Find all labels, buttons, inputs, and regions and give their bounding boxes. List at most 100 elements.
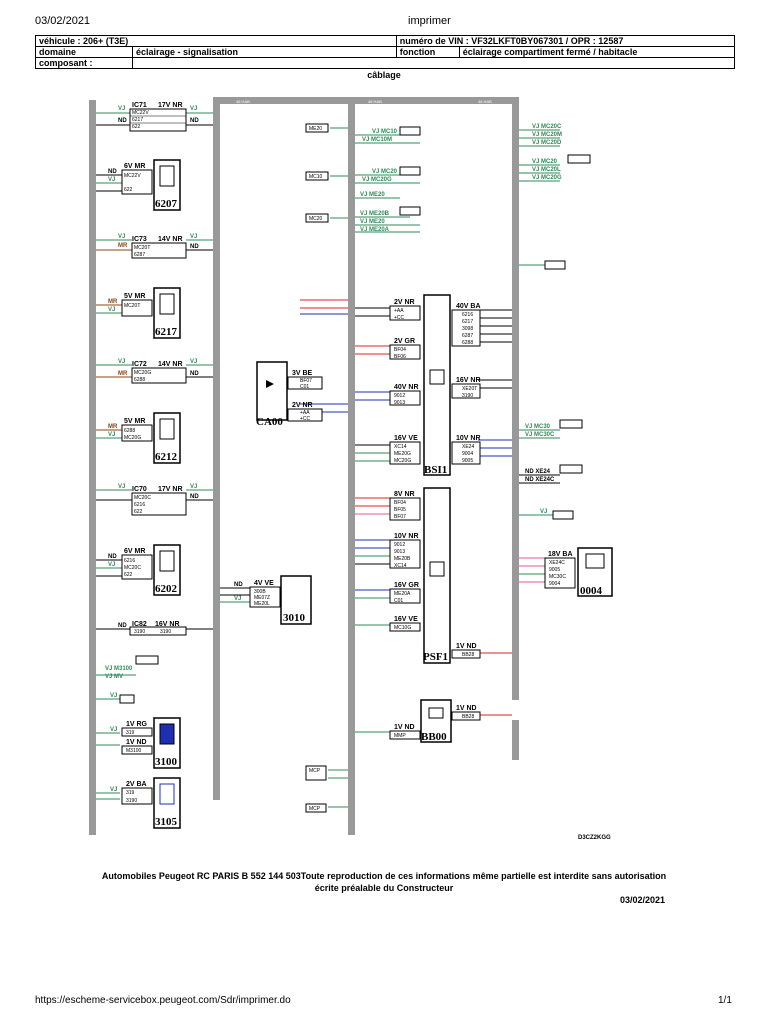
wire-label: ND [234,582,243,588]
footer-date: 03/02/2021 [620,895,666,905]
info-table: véhicule : 206+ (T3E) numéro de VIN : VF… [35,35,736,69]
ic-label: IC72 [132,361,147,368]
pin-code: 6217 [462,319,473,325]
ic-label: IC73 [132,236,147,243]
connector-label: 40V NR [394,384,419,391]
pin-code: ME20L [254,601,270,607]
footer-notice: Automobiles Peugeot RC PARIS B 552 144 5… [0,870,768,894]
pin-code: MC20C [124,565,141,571]
pin-code: XC14 [394,563,407,569]
connector-label: 18V BA [548,551,573,558]
pin-code: 9005 [462,458,473,464]
pin-code: 6216 [134,502,145,508]
pin-code: 3098 [462,326,473,332]
connector-label: 1V ND [126,739,147,746]
wire-label: VJ ME20 [360,192,385,198]
top-bus [213,97,519,104]
pin-code: MC20T [134,245,150,251]
wire-label: MR [118,243,128,249]
pin-code: 319 [126,790,135,796]
connector-label: 16V VE [394,435,418,442]
center-bus [348,100,355,835]
diagram-reference: D3CZ2KGG [578,835,611,841]
wire-label: VJ [540,509,547,515]
wire-label: VJ MC20G [362,177,392,183]
wire-label: VJ MC10 [372,129,398,135]
connector-label: 10V NR [456,435,481,442]
wire-label: VJ [110,693,117,699]
wire-label: VJ MC20M [532,132,562,138]
pin-code: 9012 [394,393,405,399]
pin-code: 622 [132,124,141,130]
ic-label: IC82 [132,621,147,628]
pin-code: ME20G [394,451,411,457]
connector-label: 1V ND [394,724,415,731]
wire-label: VJ [190,234,197,240]
component-id: PSF1 [423,651,448,663]
module-icon [429,369,445,385]
wire-label: VJ MC20C [532,124,562,130]
function-value: éclairage compartiment fermé / habitacle [458,46,736,58]
ic-label: IC71 [132,102,147,109]
connector-label: 5V MR [124,418,145,425]
vehicle-cell: véhicule : 206+ (T3E) [35,35,397,47]
left-bus [89,100,96,835]
component-3100: 1V RG 319 1V ND M3100 3100 [121,717,181,769]
pin-code: 300B [254,589,266,595]
wire-label: VJ [190,359,197,365]
connector-label: 1V RG [126,721,148,728]
wire-label: VJ MC20 [532,159,558,165]
splice-code: MCP [309,768,321,774]
page-count: 1/1 [718,995,732,1006]
pin-code: 319 [126,730,135,736]
wire-label: VJ [118,234,125,240]
wire-label: VJ [234,596,241,602]
splice-boxes: ME20 MC10 MC20 MCP MCP [119,123,591,813]
bus-labels: 46 HAB 46 HAB 46 HAB [236,99,492,104]
connector-label: 5V MR [124,293,145,300]
component-id: CA00 [256,416,283,428]
component-id: 0004 [580,585,603,597]
connector-label: 8V NR [394,491,415,498]
wire-label: VJ [190,484,197,490]
connector-label: 14V NR [158,361,183,368]
pin-code: 9013 [394,549,405,555]
pin-code: 6217 [132,117,143,123]
connector-label: 2V NR [394,299,415,306]
bus-label: 46 HAB [368,99,382,104]
pin-code: +AA [300,410,310,416]
component-label: composant : [35,57,133,69]
footer-line-1: Automobiles Peugeot RC PARIS B 552 144 5… [101,871,667,881]
component-id: 6217 [155,326,178,338]
wire-label: VJ [110,787,117,793]
wire-label: MR [118,371,128,377]
pin-code: 9012 [394,542,405,548]
wire-label: ND [118,118,127,124]
connector-label: 3V BE [292,370,313,377]
bus-label: 46 HAB [478,99,492,104]
pin-code: 6287 [134,252,145,258]
component-bsi1: BSI1 2V NR +AA +CC 2V GR BF04 BF06 40V N… [389,294,481,476]
pin-code: C01 [300,384,309,390]
component-id: 6207 [155,198,178,210]
wire-label: VJ [190,106,197,112]
component-id: 6202 [155,583,178,595]
wire-label: VJ M3100 [105,666,133,672]
connector-label: 2V GR [394,338,415,345]
connector-label: 40V BA [456,303,481,310]
wire-label: VJ [108,562,115,568]
wire-label: VJ [108,307,115,313]
pin-code: 3190 [160,629,171,635]
pin-code: 9013 [394,400,405,406]
page-url: https://escheme-servicebox.peugeot.com/S… [35,995,291,1006]
pin-code: XE24 [462,444,474,450]
component-id: BSI1 [424,464,447,476]
wire-label: VJ MC20G [532,175,562,181]
footer-line-2: écrite préalable du Constructeur [314,883,454,893]
connector-label: 4V VE [254,580,274,587]
pin-code: BF05 [394,507,406,513]
pin-code: BF07 [394,514,406,520]
pin-code: MC20T [124,303,140,309]
pin-code: XC14 [394,444,407,450]
component-ca00: 3V BE BF07 C01 2V NR +AA +CC CA00 [256,361,323,428]
